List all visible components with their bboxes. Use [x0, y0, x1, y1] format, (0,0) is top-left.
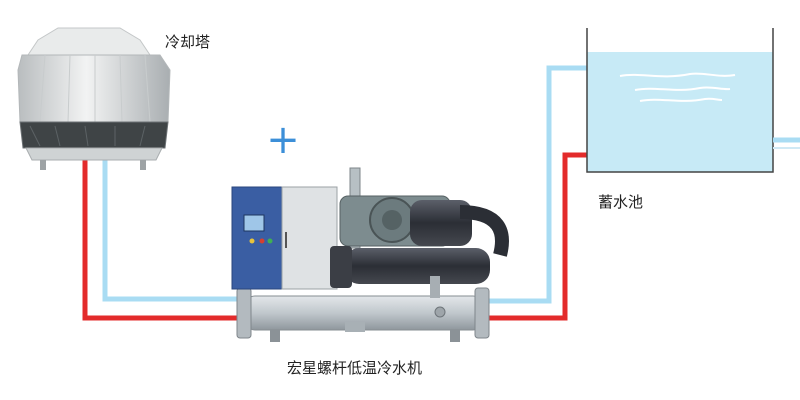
plus-icon: +: [266, 117, 300, 163]
hot-pipe-pool: [487, 152, 587, 321]
storage-pool-image: [586, 28, 800, 173]
chiller-label: 宏星螺杆低温冷水机: [287, 359, 422, 377]
chiller-image: [231, 167, 509, 342]
cold-pipe-pool: [487, 65, 587, 304]
svg-text:+: +: [266, 117, 300, 163]
storage-pool-label: 蓄水池: [598, 193, 643, 211]
cold-pipe-tower: [102, 160, 243, 302]
cooling-tower-label: 冷却塔: [165, 33, 210, 51]
hot-pipe-tower: [82, 160, 243, 321]
cooling-tower-image: [17, 27, 171, 170]
